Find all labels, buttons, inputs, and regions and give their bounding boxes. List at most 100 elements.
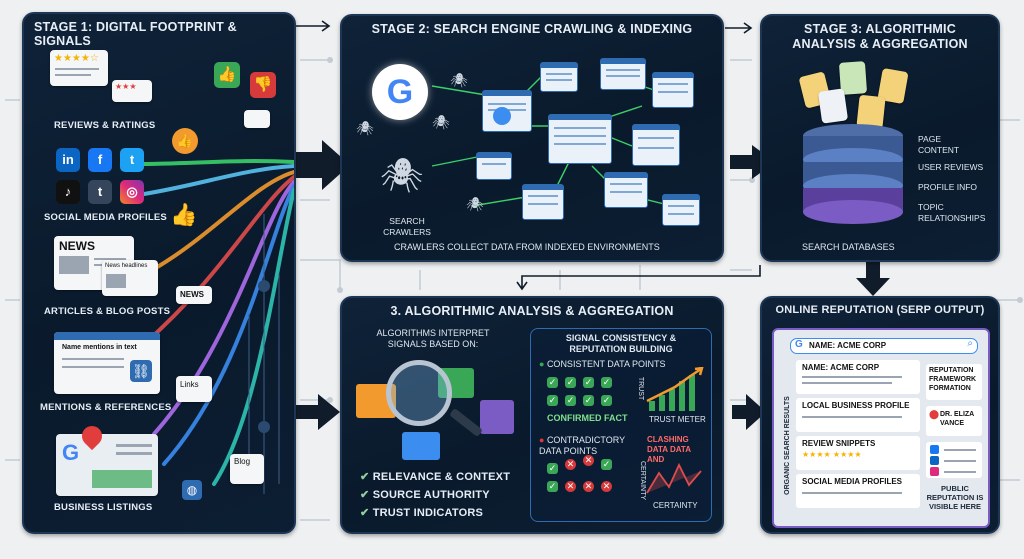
arrow-stage1-to-stage2-top [295,20,331,32]
articles-label: Articles & Blog Posts [44,306,171,317]
news-badge-text: NEWS [180,290,204,299]
review-card-small: ★★★ [112,80,152,102]
consistency-title: Signal Consistency & Reputation Building [565,333,677,354]
mentions-label: Mentions & References [40,402,172,413]
criteria-2: ✔ Trust Indicators [360,506,483,519]
spider-icon-small-4: 🕷 [466,196,484,212]
serp-search-text: NAME: ACME CORP [809,341,887,350]
x-circle: ✕ [565,481,576,492]
blog-badge-text: Blog [234,457,251,466]
serp-result-3[interactable]: Social Media Profiles [796,474,920,508]
thumbs-down-icon: 👎 [250,72,276,98]
serp-result-1[interactable]: Local Business Profile [796,398,920,432]
analysis-panel: 3. Algorithmic Analysis & Aggregation Al… [340,296,724,534]
person-text: Dr. Eliza Vance [940,411,974,427]
check-square: ✓ [547,481,558,492]
serp-result-1-title: Local Business Profile [802,401,910,410]
red-dot-icon: ● [539,435,547,445]
framework-text: Reputation Framework Formation [929,367,977,392]
stage2-panel: Stage 2: Search Engine Crawling & Indexi… [340,14,724,262]
stage3-label-1: User Reviews [918,162,984,172]
check-square: ✓ [565,395,576,406]
thumbs-up-white-icon: 👍 [170,202,198,227]
indexed-page-6 [632,124,680,166]
framework-card: Reputation Framework Formation [926,364,982,400]
certainty-label: Certainty [653,501,698,510]
check-square: ✓ [547,395,558,406]
serp-result-2-title: Review Snippets [802,439,876,448]
link-chain-icon: ⛓ [130,360,152,382]
database-cylinder-icon [803,124,903,224]
certainty-chart [646,462,702,494]
mentions-card: Name mentions in text ⛓ [54,332,160,394]
consistent-text: Consistent Data Points [546,359,666,369]
news-card-heading: NEWS [59,239,95,253]
google-logo-icon: G [372,64,428,120]
tumblr-icon: t [88,180,112,204]
indexed-page-9 [604,172,648,208]
stage2-title: Stage 2: Search Engine Crawling & Indexi… [371,22,693,36]
serp-result-0-title: Name: Acme Corp [802,363,880,372]
comment-bubble-icon [244,110,270,128]
x-circle: ✕ [583,481,594,492]
trust-meter-label: Trust Meter [649,415,706,424]
magnifier-icon [386,360,452,426]
map-card: G [56,434,158,496]
instagram-icon [930,467,939,476]
serp-result-2[interactable]: Review Snippets ★★★★ ★★★★ [796,436,920,470]
x-circle: ✕ [601,481,612,492]
instagram-icon: ◎ [120,180,144,204]
magnifier-handle [449,407,483,438]
business-label: Business Listings [54,502,153,513]
stage1-panel: Stage 1: Digital Footprint & Signals ★★★… [22,12,296,534]
linkedin-icon [930,456,939,465]
stage3-title: Stage 3: Algorithmic Analysis & Aggregat… [792,22,968,51]
mentions-card-text: Name mentions in text [62,344,137,351]
person-card: ⬤ Dr. Eliza Vance [926,406,982,436]
serp-window: G NAME: ACME CORP ⌕ Organic Search Resul… [772,328,990,528]
review-stars: ★★★★ ★★★★ [802,450,862,459]
spider-icon: 🕷 [380,157,424,195]
check-icon: ✔ [360,507,373,519]
indexed-page-2 [540,62,578,92]
search-icon[interactable]: ⌕ [967,338,973,349]
consistent-label: ● Consistent Data Points [539,359,665,369]
data-block-4 [402,432,440,460]
indexed-page-10 [662,194,700,226]
news-badge: NEWS [176,286,212,304]
trust-side-label: Trust [637,376,645,401]
arrow-down-databases [856,262,890,296]
tiktok-icon: ♪ [56,180,80,204]
serp-result-3-title: Social Media Profiles [802,477,903,486]
criteria-0-text: Relevance & Context [372,471,511,483]
databases-label: Search Databases [802,242,895,252]
data-block-3 [480,400,514,434]
indexed-page-1 [482,90,532,132]
visible-text: Public reputation is visible here [926,484,984,511]
stage3-label-3: Topic Relationships [918,202,986,223]
arrow-stage2-to-stage3-top [725,22,753,34]
check-square: ✓ [583,377,594,388]
serp-result-0[interactable]: Name: Acme Corp [796,360,920,394]
reputation-title: Online Reputation (SERP Output) [775,304,985,316]
green-dot-icon: ● [539,359,547,369]
serp-search-bar[interactable]: G NAME: ACME CORP ⌕ [790,338,978,354]
check-square: ✓ [601,377,612,388]
crawlers-label: Search Crawlers [383,216,431,237]
stage1-title: Stage 1: Digital Footprint & Signals [34,20,237,48]
indexed-page-8 [522,184,564,220]
criteria-0: ✔ Relevance & Context [360,470,510,483]
spider-icon-small-3: 🕷 [432,114,450,130]
criteria-2-text: Trust Indicators [372,507,484,519]
links-badge-text: Links [180,380,199,389]
spider-icon-small-2: 🕷 [450,72,468,88]
facebook-icon: f [88,148,112,172]
check-icon: ✔ [360,489,373,501]
indexed-page-7 [476,152,512,180]
headlines-text: News headlines [105,263,148,269]
x-circle: ✕ [565,459,576,470]
check-square: ✓ [547,377,558,388]
contradictory-text: Contradictory Data Points [539,435,625,456]
check-square: ✓ [601,395,612,406]
